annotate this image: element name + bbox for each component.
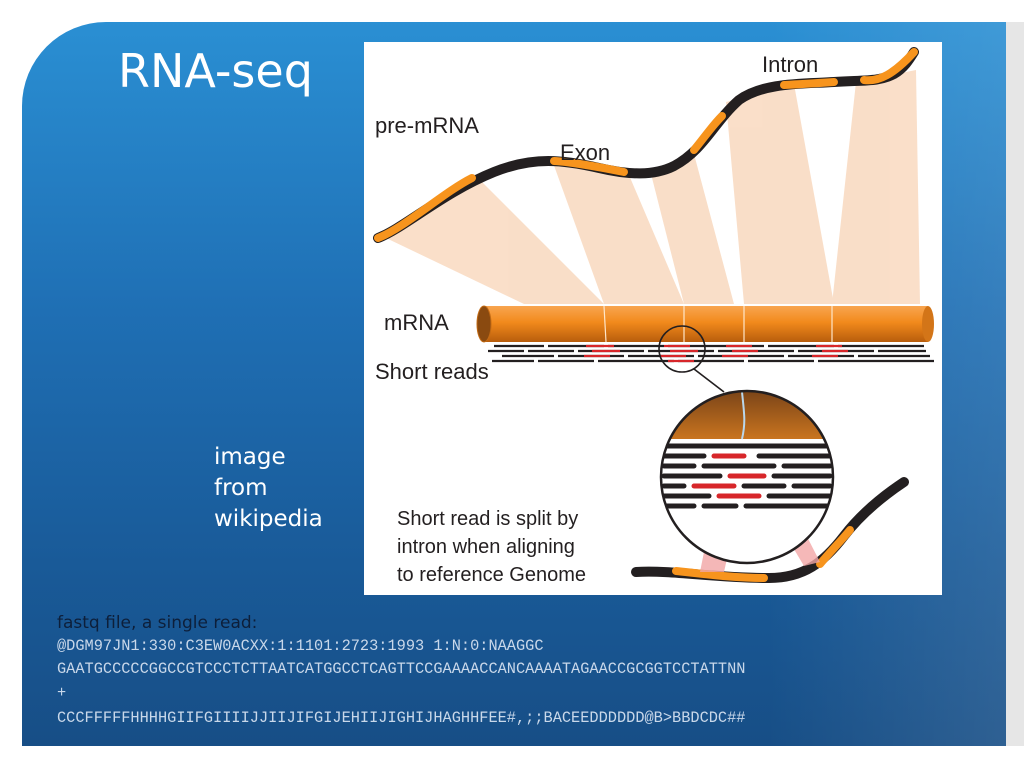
intron-label: Intron [762,52,818,77]
rna-seq-diagram-svg: Intron pre-mRNA Exon mRNA Short reads Sh… [373,47,934,586]
exon-segment-3 [690,112,726,154]
exon-segment-1 [374,174,476,242]
image-credit: image from wikipedia [214,442,323,535]
exon-segment-2 [550,157,628,176]
rna-seq-diagram: Intron pre-mRNA Exon mRNA Short reads Sh… [364,42,942,595]
short-reads-label: Short reads [375,359,489,384]
genome-exon-1 [672,567,768,582]
projection-wedge-1 [386,174,604,304]
fastq-heading: fastq file, a single read: [57,613,258,633]
projection-wedge-3 [650,154,734,304]
fastq-line-sequence: GAATGCCCCCGGCCGTCCCTCTTAATCATGGCCTCAGTTC… [57,660,746,678]
slide-bottom-strip [0,746,1024,768]
image-credit-line-1: image [214,444,286,470]
projection-wedge-2 [552,160,684,304]
genome-exon-2 [816,526,854,568]
caption-line-1: Short read is split by [397,508,578,530]
image-credit-line-2: from [214,475,268,501]
magnifier-connector [693,368,725,393]
mrna-label: mRNA [384,310,449,335]
zoom-circle [659,389,835,565]
pre-mrna-label: pre-mRNA [375,113,479,138]
exon-segment-4 [780,78,838,89]
pre-mrna-exons [374,48,918,242]
caption-line-2: intron when aligning [397,536,575,558]
reference-genome-exons [672,526,854,582]
short-reads [488,344,934,363]
image-credit-line-3: wikipedia [214,506,323,532]
projection-wedge-5 [832,70,920,304]
caption-line-3: to reference Genome [397,564,586,586]
mrna-tube [476,305,934,343]
slide-edge-strip [1006,22,1024,768]
slide-title: RNA-seq [118,44,313,98]
fastq-line-separator: + [57,684,67,702]
exon-label: Exon [560,140,610,165]
exon-projection-wedges [386,70,920,304]
magnifier-circle-small [658,325,706,373]
fastq-line-quality: CCCFFFFFHHHHGIIFGIIIIJJIIJIFGIJEHIIJIGHI… [57,709,746,727]
projection-wedge-4 [726,84,834,304]
exon-segment-5 [860,48,918,85]
fastq-line-header: @DGM97JN1:330:C3EW0ACXX:1:1101:2723:1993… [57,637,544,655]
